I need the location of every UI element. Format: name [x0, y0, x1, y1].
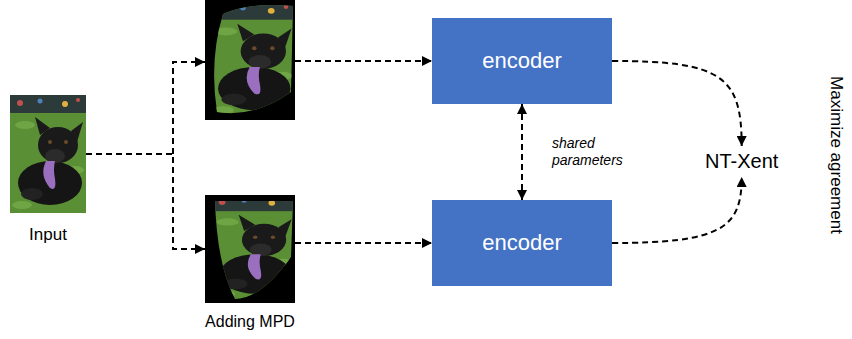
encoder-box: encoder [432, 18, 612, 104]
side-label: Maximize agreement [826, 76, 846, 234]
flow-arrow [295, 60, 432, 62]
dashed-arrow [86, 154, 205, 249]
branch-arrow [173, 62, 205, 154]
dashed-arrow [521, 104, 523, 200]
loss-node: NT-Xent [705, 150, 778, 173]
augmented-photo [205, 0, 295, 120]
augmented-image: Adding MPD [195, 195, 305, 331]
dashed-arrow [295, 242, 432, 244]
image-frame [10, 95, 86, 213]
box-label: encoder [482, 230, 562, 256]
box-label: encoder [482, 48, 562, 74]
dashed-arrow [612, 61, 742, 146]
augmented-photo [205, 195, 295, 303]
dashed-arrow [612, 177, 742, 243]
node-label: NT-Xent [705, 150, 778, 173]
edge-label: shared parameters [552, 135, 630, 170]
input-image: Input [10, 95, 86, 245]
image-frame [205, 195, 295, 303]
input-photo [10, 95, 86, 213]
encoder-box: encoder [432, 200, 612, 286]
node-label: Adding MPD [205, 313, 295, 331]
node-label: Input [29, 225, 67, 245]
